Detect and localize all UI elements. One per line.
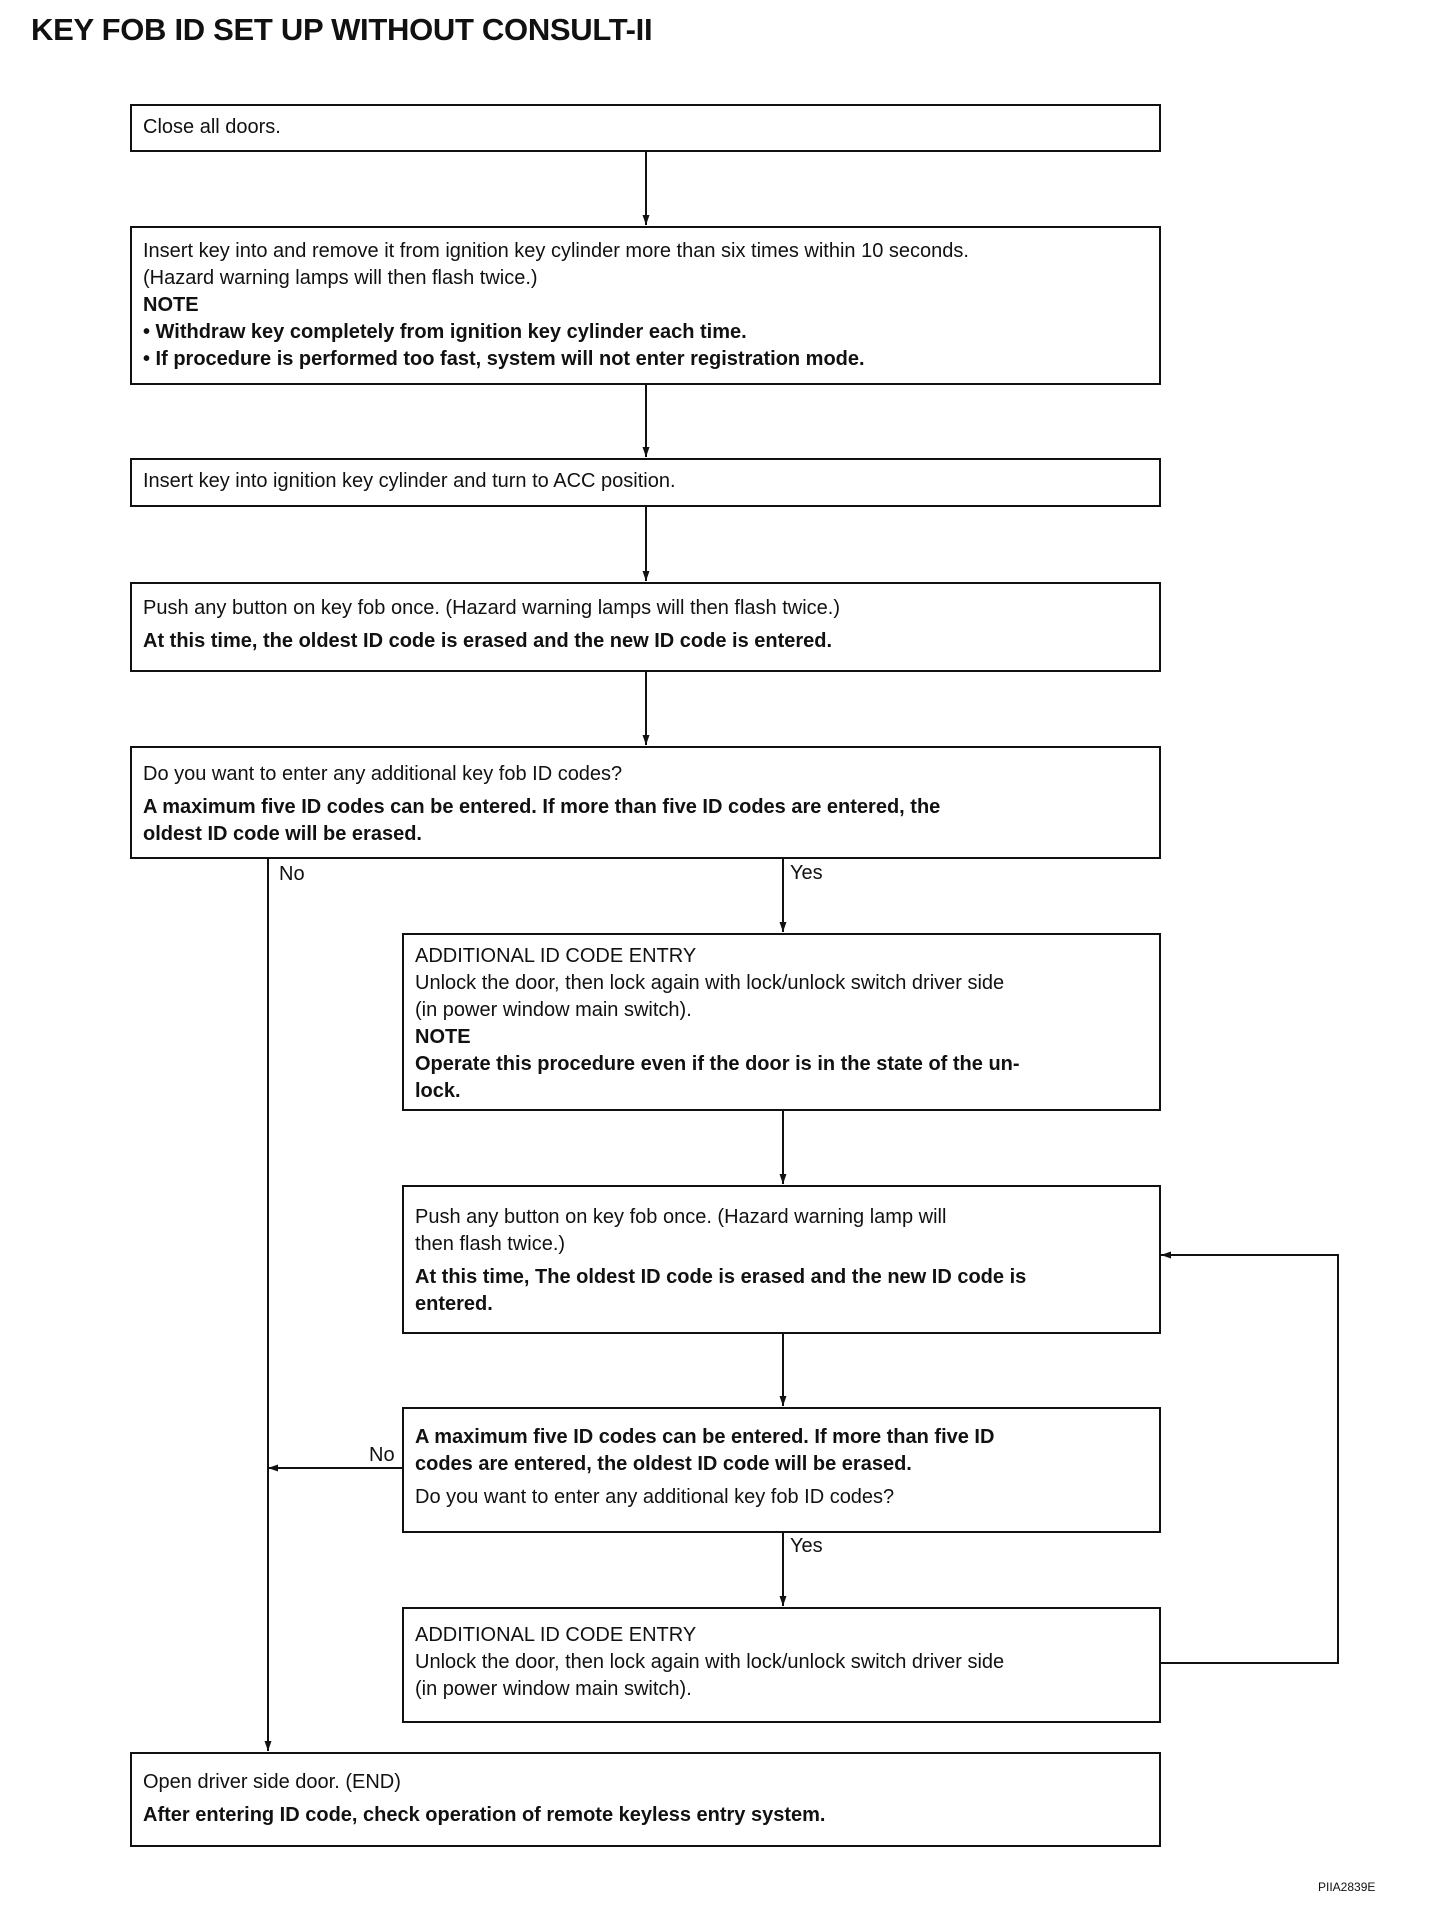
branch-label-yes: Yes <box>790 1535 823 1557</box>
branch-label-no: No <box>279 863 305 885</box>
step-text: Push any button on key fob once. (Hazard… <box>415 1206 947 1228</box>
step-text: Push any button on key fob once. (Hazard… <box>143 597 841 619</box>
branch-label-yes: Yes <box>790 862 823 884</box>
note-text: • Withdraw key completely from ignition … <box>143 321 747 343</box>
step-bold-text: At this time, The oldest ID code is eras… <box>415 1266 1027 1288</box>
step-bold-text: A maximum five ID codes can be entered. … <box>415 1426 995 1448</box>
step-text: (in power window main switch). <box>415 1678 692 1700</box>
loop-back-arrow <box>1161 1251 1339 1664</box>
step-bold-text: codes are entered, the oldest ID code wi… <box>415 1453 912 1475</box>
step-insert-remove-key: Insert key into and remove it from ignit… <box>130 226 1161 385</box>
step-bold-text: oldest ID code will be erased. <box>143 823 422 845</box>
step-text: (in power window main switch). <box>415 999 692 1021</box>
step-heading: ADDITIONAL ID CODE ENTRY <box>415 1624 697 1646</box>
step-bold-text: entered. <box>415 1293 493 1315</box>
step-push-button: Push any button on key fob once. (Hazard… <box>130 582 1161 672</box>
decision-more-codes: A maximum five ID codes can be entered. … <box>402 1407 1161 1533</box>
step-additional-entry-repeat: ADDITIONAL ID CODE ENTRY Unlock the door… <box>402 1607 1161 1723</box>
step-text: Open driver side door. (END) <box>143 1771 401 1793</box>
step-push-button-again: Push any button on key fob once. (Hazard… <box>402 1185 1161 1334</box>
note-label: NOTE <box>415 1026 471 1048</box>
step-text: Unlock the door, then lock again with lo… <box>415 1651 1005 1673</box>
step-additional-entry: ADDITIONAL ID CODE ENTRY Unlock the door… <box>402 933 1161 1111</box>
question-text: Do you want to enter any additional key … <box>143 763 623 785</box>
step-text: Insert key into ignition key cylinder an… <box>143 470 676 492</box>
note-text: Operate this procedure even if the door … <box>415 1053 1020 1075</box>
step-end: Open driver side door. (END) After enter… <box>130 1752 1161 1847</box>
branch-label-no: No <box>369 1444 395 1466</box>
page-title: KEY FOB ID SET UP WITHOUT CONSULT-II <box>31 12 653 47</box>
step-text: Insert key into and remove it from ignit… <box>143 240 969 262</box>
step-text: Unlock the door, then lock again with lo… <box>415 972 1005 994</box>
note-text: • If procedure is performed too fast, sy… <box>143 348 865 370</box>
step-bold-text: At this time, the oldest ID code is eras… <box>143 630 833 652</box>
step-heading: ADDITIONAL ID CODE ENTRY <box>415 945 697 967</box>
step-text: then flash twice.) <box>415 1233 566 1255</box>
decision-additional-codes: Do you want to enter any additional key … <box>130 746 1161 859</box>
step-bold-text: After entering ID code, check operation … <box>143 1804 826 1826</box>
step-acc-position: Insert key into ignition key cylinder an… <box>130 458 1161 507</box>
step-text: Close all doors. <box>143 116 281 138</box>
step-text: (Hazard warning lamps will then flash tw… <box>143 267 538 289</box>
note-text: lock. <box>415 1080 461 1102</box>
figure-id: PIIA2839E <box>1318 1880 1376 1894</box>
note-label: NOTE <box>143 294 199 316</box>
step-close-doors: Close all doors. <box>130 104 1161 152</box>
step-bold-text: A maximum five ID codes can be entered. … <box>143 796 941 818</box>
question-text: Do you want to enter any additional key … <box>415 1486 895 1508</box>
